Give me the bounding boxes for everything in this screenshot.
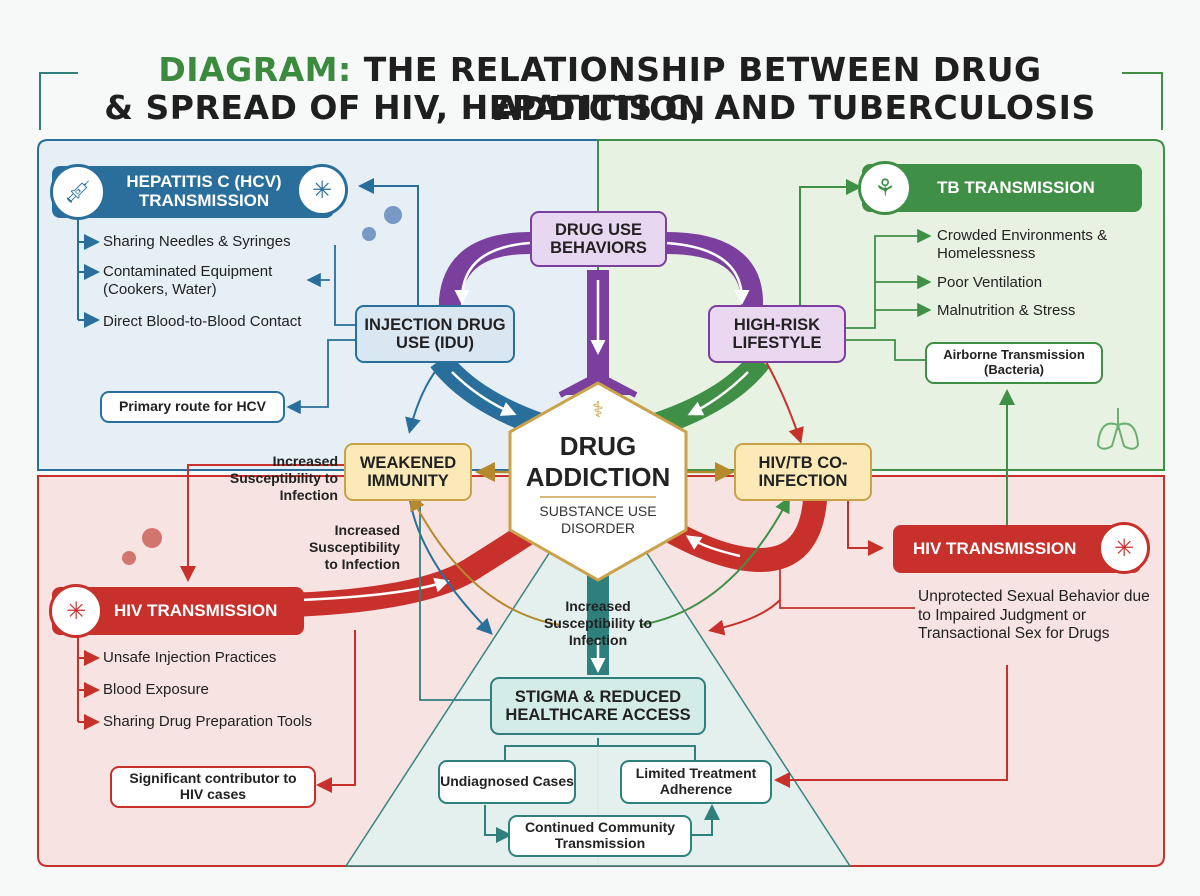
injection-drug-use-node: INJECTION DRUG USE (IDU) — [355, 305, 515, 363]
drug-use-behaviors-node: DRUG USE BEHAVIORS — [530, 211, 667, 267]
hiv-left-item: Sharing Drug Preparation Tools — [103, 713, 313, 730]
weakened-immunity-node: WEAKENED IMMUNITY — [344, 443, 472, 501]
undiagnosed-node: Undiagnosed Cases — [438, 760, 576, 804]
hiv-left-item: Unsafe Injection Practices — [103, 649, 277, 666]
page-title-line2: & SPREAD OF HIV, HEPATITIS C, AND TUBERC… — [104, 88, 1096, 127]
hcv-item: Contaminated Equipment (Cookers, Water) — [103, 263, 273, 298]
susceptibility-annotation: Increased Susceptibility to Infection — [229, 453, 338, 503]
center-subtitle-line2: DISORDER — [561, 519, 635, 536]
high-risk-lifestyle-node: HIGH-RISK LIFESTYLE — [708, 305, 846, 363]
center-title-line2: ADDICTION — [525, 462, 671, 493]
tb-item: Malnutrition & Stress — [937, 302, 1076, 319]
virus-icon — [122, 528, 162, 565]
virus-icon — [362, 206, 402, 241]
lungs-icon: ⚘ — [858, 161, 912, 215]
hcv-note: Primary route for HCV — [100, 391, 285, 423]
tb-item: Crowded Environments & Homelessness — [937, 227, 1108, 262]
stigma-node: STIGMA & REDUCED HEALTHCARE ACCESS — [490, 677, 706, 735]
hiv-tb-coinfection-node: HIV/TB CO-INFECTION — [734, 443, 872, 501]
hcv-item: Direct Blood-to-Blood Contact — [103, 313, 302, 330]
hiv-left-note: Significant contributor to HIV cases — [110, 766, 316, 808]
tb-note: Airborne Transmission (Bacteria) — [925, 342, 1103, 384]
susceptibility-annotation: Increased Susceptibility to Infection — [308, 522, 400, 572]
hiv-left-item: Blood Exposure — [103, 681, 209, 698]
virus-icon: ✳ — [296, 164, 348, 216]
center-title-line1: DRUG — [559, 431, 637, 462]
center-subtitle-line1: SUBSTANCE USE — [539, 502, 657, 519]
virus-icon: ✳ — [49, 584, 103, 638]
continued-transmission-node: Continued Community Transmission — [508, 815, 692, 857]
page-title: DIAGRAM: THE RELATIONSHIP BETWEEN DRUG A… — [158, 50, 1042, 128]
hiv-right-text: Unprotected Sexual Behavior due to Impai… — [918, 588, 1150, 643]
syringe-icon: 💉︎ — [50, 164, 106, 220]
lungs-icon — [1096, 408, 1140, 450]
pill-bottle-icon: ⚕ — [592, 397, 604, 423]
hcv-item: Sharing Needles & Syringes — [103, 233, 291, 250]
susceptibility-annotation: Increased Susceptibility to Infection — [543, 598, 653, 648]
virus-icon: ✳ — [1098, 522, 1150, 574]
limited-treatment-node: Limited Treatment Adherence — [620, 760, 772, 804]
tb-item: Poor Ventilation — [937, 274, 1043, 291]
